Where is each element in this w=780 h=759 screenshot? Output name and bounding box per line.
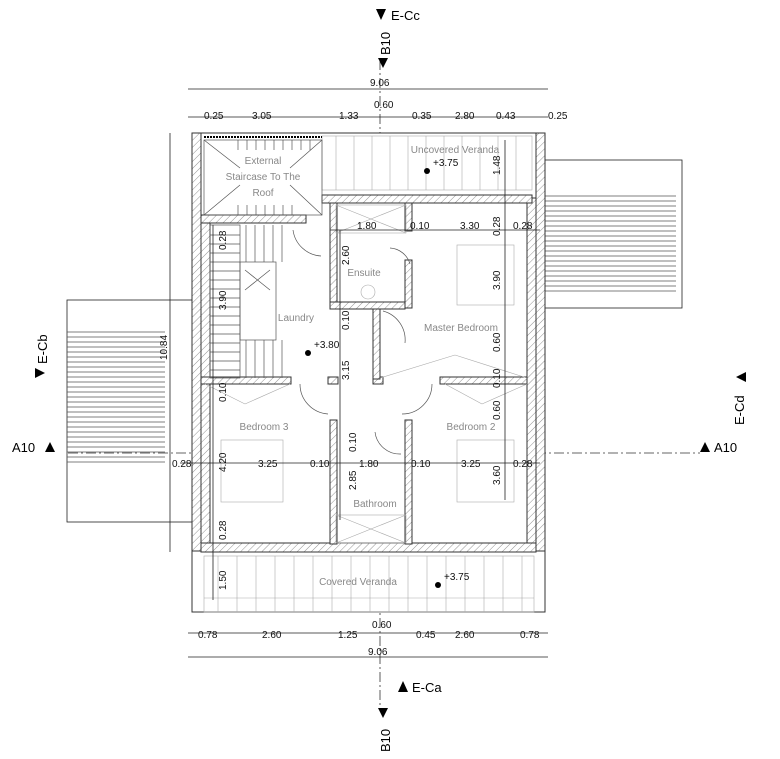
walls: [191, 132, 546, 553]
dim-right: 0.60: [492, 400, 503, 420]
dim-right: 3.60: [492, 465, 503, 485]
dim-right: 1.48: [492, 155, 503, 175]
grid-label-b10-bottom: B10: [378, 729, 393, 752]
grid-marker-top: B10: [378, 32, 393, 68]
grid-marker-right: A10: [700, 440, 737, 455]
section-label-e-cb: E-Cb: [35, 334, 50, 364]
dim-bottom: 0.78: [198, 630, 218, 641]
dim-bottom: 1.25: [338, 630, 358, 641]
dim-center: 0.10: [348, 432, 359, 452]
dim-top: 2.80: [455, 111, 475, 122]
dim-center: 3.15: [341, 360, 352, 380]
level-text: +3.75: [433, 158, 459, 169]
building-outline: [191, 132, 546, 613]
room-label-master-bedroom: Master Bedroom: [424, 323, 498, 334]
right-deck: [544, 159, 683, 309]
level-marker-laundry: +3.80: [305, 340, 340, 356]
dim-axis-bottom: 0.60: [372, 620, 392, 631]
dim-lower: 0.28: [172, 459, 192, 470]
dim-lower: 3.25: [258, 459, 278, 470]
grid-marker-bottom: B10: [378, 708, 393, 752]
dim-overall-height: 10.84: [159, 335, 170, 360]
external-staircase: [203, 136, 323, 216]
section-label-e-ca: E-Ca: [412, 680, 442, 695]
dim-left: 1.50: [218, 570, 229, 590]
dim-right: 3.90: [492, 270, 503, 290]
left-deck: [66, 299, 193, 523]
level-marker-uncovered-veranda: +3.75: [424, 158, 459, 174]
dim-bottom: 2.60: [455, 630, 475, 641]
level-text: +3.75: [444, 572, 470, 583]
dim-lower: 0.10: [310, 459, 330, 470]
dim-upper: 1.80: [357, 221, 377, 232]
dim-upper: 0.28: [513, 221, 533, 232]
fixtures: [204, 204, 528, 544]
dimension-lines: [169, 88, 548, 658]
room-label-ensuite: Ensuite: [347, 268, 381, 279]
room-label-staircase: Staircase To The: [226, 172, 301, 183]
section-label-e-cc: E-Cc: [391, 8, 420, 23]
room-label-laundry: Laundry: [278, 313, 314, 324]
dim-overall-bottom: 9.06: [368, 647, 388, 658]
section-marker-left: E-Cb: [35, 334, 50, 378]
dim-upper: 0.10: [410, 221, 430, 232]
room-label-staircase: External: [245, 156, 282, 167]
section-label-e-cd: E-Cd: [732, 395, 747, 425]
grid-label-b10-top: B10: [378, 32, 393, 55]
room-label-bathroom: Bathroom: [353, 499, 396, 510]
dim-right: 0.60: [492, 332, 503, 352]
room-label-covered-veranda: Covered Veranda: [319, 577, 397, 588]
dim-axis-top: 0.60: [374, 100, 394, 111]
dim-center: 2.60: [341, 245, 352, 265]
dim-top: 1.33: [339, 111, 359, 122]
dim-top: 0.35: [412, 111, 432, 122]
dim-lower: 0.10: [411, 459, 431, 470]
dim-lower: 3.25: [461, 459, 481, 470]
dim-left: 0.10: [218, 382, 229, 402]
internal-staircase: [209, 224, 283, 379]
dim-center: 0.10: [341, 310, 352, 330]
room-label-bedroom-3: Bedroom 3: [240, 422, 289, 433]
dim-top: 3.05: [252, 111, 272, 122]
dim-lower: 1.80: [359, 459, 379, 470]
dim-bottom: 0.78: [520, 630, 540, 641]
dim-top: 0.25: [548, 111, 568, 122]
dim-right: 0.28: [492, 216, 503, 236]
dim-overall-top: 9.06: [370, 78, 390, 89]
covered-veranda-area: [203, 555, 535, 613]
dim-top: 0.43: [496, 111, 516, 122]
room-label-uncovered-veranda: Uncovered Veranda: [411, 145, 500, 156]
dim-right: 0.10: [492, 368, 503, 388]
grid-label-a10-left: A10: [12, 440, 35, 455]
dim-left: 0.28: [218, 520, 229, 540]
dim-left: 4.20: [218, 452, 229, 472]
room-label-staircase: Roof: [252, 188, 273, 199]
level-text: +3.80: [314, 340, 340, 351]
section-marker-bottom: E-Ca: [398, 680, 442, 695]
section-marker-top: E-Cc: [376, 8, 420, 23]
grid-label-a10-right: A10: [714, 440, 737, 455]
dim-upper: 3.30: [460, 221, 480, 232]
dim-lower: 0.28: [513, 459, 533, 470]
dim-center: 2.85: [348, 470, 359, 490]
dim-left: 0.28: [218, 230, 229, 250]
room-label-bedroom-2: Bedroom 2: [447, 422, 496, 433]
dim-bottom: 2.60: [262, 630, 282, 641]
dim-top: 0.25: [204, 111, 224, 122]
dim-bottom: 0.45: [416, 630, 436, 641]
level-marker-covered-veranda: +3.75: [435, 572, 470, 588]
section-marker-right: E-Cd: [732, 372, 747, 425]
grid-marker-left: A10: [12, 440, 55, 455]
dim-left: 3.90: [218, 290, 229, 310]
